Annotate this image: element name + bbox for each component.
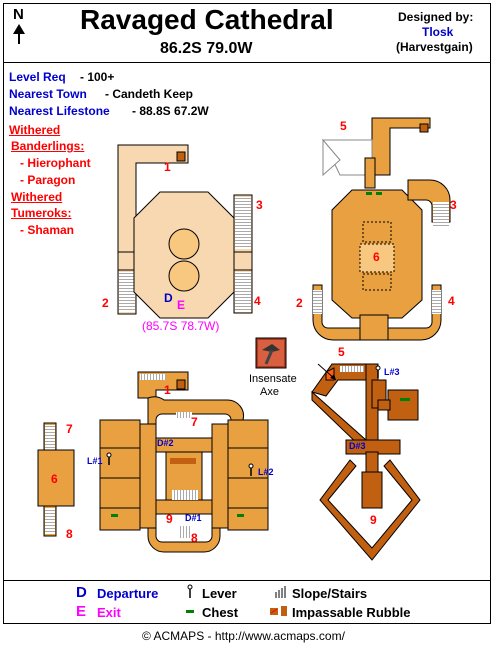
legend-departure: Departure [97,586,159,601]
chest-legend-icon [186,610,194,613]
chest-icon [366,192,372,195]
designed-by-label: Designed by: [398,10,474,24]
label-8-d: 8 [191,531,198,545]
chest-icon [400,398,410,401]
door-d3: D#3 [349,441,366,451]
legend-stairs: Slope/Stairs [292,586,368,601]
map-coordinates: 86.2S 79.0W [160,40,253,57]
lever-icon-2 [248,463,254,476]
label-7-d: 7 [191,415,198,429]
designer-name: Tlosk [422,25,454,39]
section-b-upper-room [312,117,451,341]
monster-paragon: - Paragon [20,173,76,187]
monster-shaman: - Shaman [20,223,75,237]
chest-icon [111,514,118,517]
label-1-a: 1 [164,160,171,174]
portal-coordinates: (85.7S 78.7W) [142,319,220,333]
item-name-line-2: Axe [260,386,279,398]
label-2-b: 2 [296,296,303,310]
lever-legend-icon [187,584,193,598]
legend-departure-symbol: D [76,584,87,601]
chest-icon [376,192,382,195]
insensate-axe-icon [255,337,287,369]
nearest-lifestone-label: Nearest Lifestone [9,104,110,118]
door-d2: D#2 [157,438,174,448]
monster-group-2-subtitle: Tumeroks: [11,206,72,220]
legend-chest: Chest [202,605,239,620]
item-name-line-1: Insensate [249,373,297,385]
door-d1: D#1 [185,513,202,523]
legend-exit-symbol: E [76,603,87,620]
legend-rubble: Impassable Rubble [292,605,411,620]
chest-icon [237,514,244,517]
map-frame [3,3,491,624]
label-8-c: 8 [66,527,73,541]
level-req-label: Level Req [9,70,66,84]
label-3-b: 3 [450,198,457,212]
section-e-lower-room [311,363,421,561]
label-2-a: 2 [102,296,109,310]
exit-marker: E [177,298,186,312]
designer-alt-name: (Harvestgain) [396,40,473,54]
section-d-main-block [99,371,269,553]
label-5-b: 5 [340,119,347,133]
monster-hierophant: - Hierophant [20,156,91,170]
label-9-e: 9 [370,513,377,527]
lever-icon-1 [106,452,112,465]
section-a-entry-room [117,144,253,319]
stairs-legend-icon [275,586,286,598]
departure-marker: D [164,291,173,305]
nearest-town-value: - Candeth Keep [105,87,194,101]
legend-lever: Lever [202,586,237,601]
lever-icon-3 [375,365,381,378]
north-label: N [13,6,24,23]
footer-copyright: © ACMAPS - http://www.acmaps.com/ [142,629,345,643]
label-6-c: 6 [51,472,58,486]
label-6-b: 6 [373,250,380,264]
monster-group-2-title: Withered [11,190,63,204]
pointer-arrow [330,374,336,380]
section-c-side-room [37,422,75,537]
lever-l1: L#1 [87,456,103,466]
label-3-a: 3 [256,198,263,212]
label-4-b: 4 [448,294,455,308]
legend-exit: Exit [97,605,121,620]
legend-divider [3,580,491,581]
nearest-lifestone-value: - 88.8S 67.2W [132,104,209,118]
header-divider [3,62,491,63]
level-req-value: - 100+ [80,70,115,84]
monster-group-1-title: Withered [9,123,61,137]
monster-group-1-subtitle: Banderlings: [11,139,85,153]
label-5-e: 5 [338,345,345,359]
label-1-c: 1 [164,383,171,397]
lever-l2: L#2 [258,467,274,477]
label-9-d: 9 [166,512,173,526]
rubble-legend-icon [270,606,287,616]
label-7-c: 7 [66,422,73,436]
map-title: Ravaged Cathedral [80,4,334,35]
label-4-a: 4 [254,294,261,308]
lever-l3: L#3 [384,367,400,377]
nearest-town-label: Nearest Town [9,87,87,101]
